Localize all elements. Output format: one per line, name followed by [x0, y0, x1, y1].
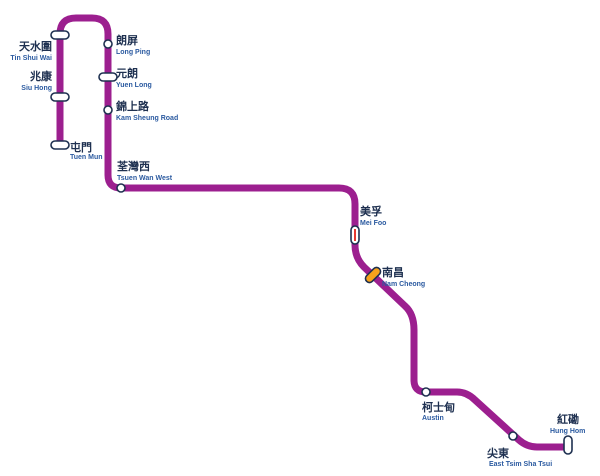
station-name-zh: 柯士甸 [422, 400, 455, 414]
station-east-tsim-sha-tsui[interactable]: 尖東 East Tsim Sha Tsui [487, 431, 552, 468]
station-name-en: Hung Hom [550, 428, 585, 435]
station-tuen-mun[interactable]: 屯門 Tuen Mun [50, 140, 103, 161]
station-long-ping[interactable]: 朗屏 Long Ping [103, 33, 150, 56]
interchange-marker [50, 92, 70, 102]
station-marker [103, 39, 113, 49]
station-kam-sheung-road[interactable]: 錦上路 Kam Sheung Road [103, 99, 178, 122]
station-name-en: Tuen Mun [70, 154, 103, 161]
station-name-en: Austin [422, 415, 444, 422]
station-austin[interactable]: 柯士甸 Austin [421, 387, 455, 422]
interchange-marker [98, 72, 118, 82]
station-name-zh: 兆康 [30, 69, 53, 83]
station-name-zh: 屯門 [70, 140, 92, 154]
station-marker [103, 105, 113, 115]
station-tin-shui-wai[interactable]: 天水圍 Tin Shui Wai [10, 30, 70, 62]
route-line [56, 14, 572, 451]
station-siu-hong[interactable]: 兆康 Siu Hong [21, 69, 70, 102]
station-yuen-long[interactable]: 元朗 Yuen Long [98, 66, 152, 89]
interchange-marker [50, 30, 70, 40]
station-name-en: Long Ping [116, 49, 150, 56]
station-nam-cheong[interactable]: 南昌 Nam Cheong [364, 265, 425, 288]
station-name-zh: 荃灣西 [117, 159, 150, 173]
station-marker [421, 387, 431, 397]
station-name-en: Yuen Long [116, 82, 152, 89]
station-name-en: Tin Shui Wai [10, 55, 52, 62]
station-mei-foo[interactable]: 美孚 Mei Foo [350, 204, 386, 245]
station-tsuen-wan-west[interactable]: 荃灣西 Tsuen Wan West [116, 159, 173, 193]
station-name-zh: 錦上路 [116, 99, 150, 113]
station-name-en: Siu Hong [21, 85, 52, 92]
station-name-zh: 美孚 [360, 204, 382, 218]
station-name-zh: 朗屏 [116, 33, 138, 47]
station-name-en: Tsuen Wan West [117, 175, 173, 182]
station-name-en: Nam Cheong [382, 281, 425, 288]
station-name-en: Kam Sheung Road [116, 115, 178, 122]
station-marker [116, 183, 126, 193]
interchange-marker [50, 140, 70, 150]
station-name-zh: 南昌 [382, 265, 404, 279]
interchange-marker [364, 266, 382, 284]
interchange-marker [563, 435, 573, 455]
station-name-zh: 天水圍 [19, 39, 52, 53]
station-name-zh: 紅磡 [557, 412, 579, 426]
station-name-en: Mei Foo [360, 220, 386, 227]
station-hung-hom[interactable]: 紅磡 Hung Hom [550, 412, 585, 455]
station-name-en: East Tsim Sha Tsui [489, 461, 552, 468]
station-name-zh: 尖東 [487, 446, 510, 460]
station-marker [508, 431, 518, 441]
station-name-zh: 元朗 [116, 66, 138, 80]
